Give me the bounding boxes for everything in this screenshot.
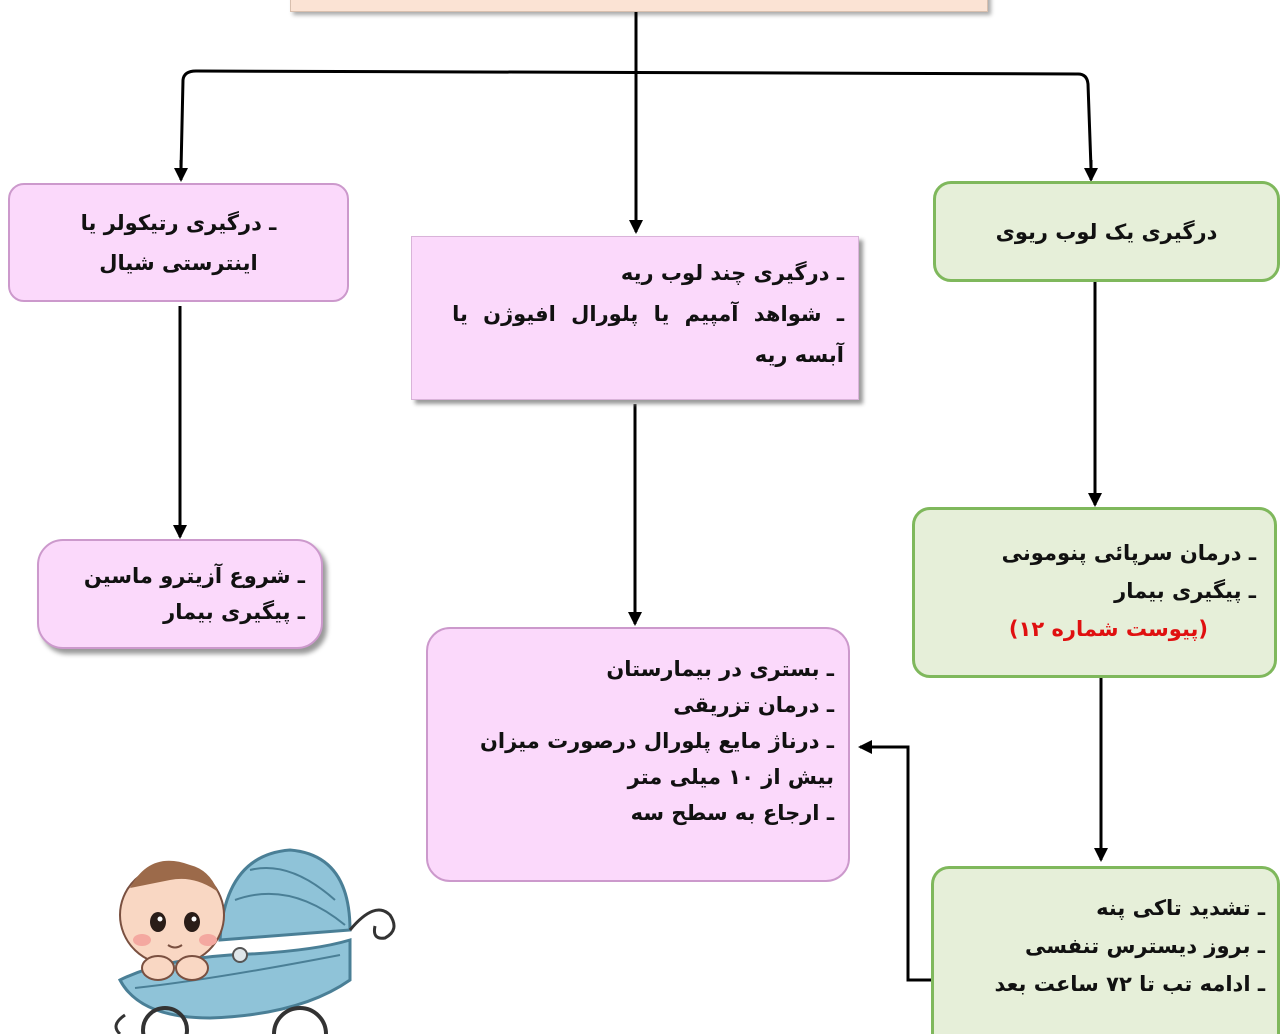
- multi-lobe-line-2: ـ شواهد آمپیم یا پلورال افیوژن یا: [452, 302, 844, 326]
- azithro-line-1: ـ شروع آزیترو ماسین: [83, 564, 305, 588]
- worsening-line-1: ـ تشدید تاکی پنه: [1096, 896, 1265, 920]
- worsening-box: ـ تشدید تاکی پنه ـ بروز دیسترس تنفسی ـ ا…: [931, 866, 1280, 1034]
- outpatient-box: ـ درمان سرپائی پنومونی ـ پیگیری بیمار (پ…: [912, 507, 1277, 678]
- worsening-line-2: ـ بروز دیسترس تنفسی: [1024, 934, 1265, 958]
- attachment-reference: (پیوست شماره ۱۲): [1008, 617, 1208, 641]
- hospital-line-3: ـ درناژ مایع پلورال درصورت میزان: [480, 729, 834, 753]
- reticular-box: ـ درگیری رتیکولر یا اینترستی شیال: [8, 183, 349, 302]
- single-lobe-box: درگیری یک لوب ریوی: [933, 181, 1280, 282]
- hospital-line-1: ـ بستری در بیمارستان: [606, 657, 834, 681]
- baby-stroller-icon: [114, 848, 396, 1034]
- single-lobe-text: درگیری یک لوب ریوی: [995, 220, 1218, 244]
- azithro-line-2: ـ پیگیری بیمار: [163, 600, 305, 624]
- outpatient-line-2: ـ پیگیری بیمار: [1114, 579, 1256, 603]
- hospital-line-2: ـ درمان تزریقی: [673, 693, 834, 717]
- reticular-line-1: ـ درگیری رتیکولر یا: [80, 211, 277, 235]
- outpatient-line-1: ـ درمان سرپائی پنومونی: [1001, 541, 1256, 565]
- reticular-line-2: اینترستی شیال: [99, 251, 258, 275]
- multi-lobe-box: ـ درگیری چند لوب ریه ـ شواهد آمپیم یا پل…: [411, 236, 859, 400]
- bracket-line: [179, 69, 1093, 171]
- worsening-line-3: ـ ادامه تب تا ۷۲ ساعت بعد: [994, 972, 1265, 996]
- multi-lobe-line-3: آبسه ریه: [754, 343, 844, 367]
- azithro-box: ـ شروع آزیترو ماسین ـ پیگیری بیمار: [37, 539, 323, 649]
- arrow-worsening-to-hospital: [858, 740, 938, 982]
- hospital-line-5: ـ ارجاع به سطح سه: [630, 801, 834, 825]
- top-banner-box: [290, 0, 988, 12]
- hospital-box: ـ بستری در بیمارستان ـ درمان تزریقی ـ در…: [426, 627, 850, 882]
- hospital-line-4: بیش از ۱۰ میلی متر: [627, 765, 834, 789]
- multi-lobe-line-1: ـ درگیری چند لوب ریه: [620, 261, 844, 285]
